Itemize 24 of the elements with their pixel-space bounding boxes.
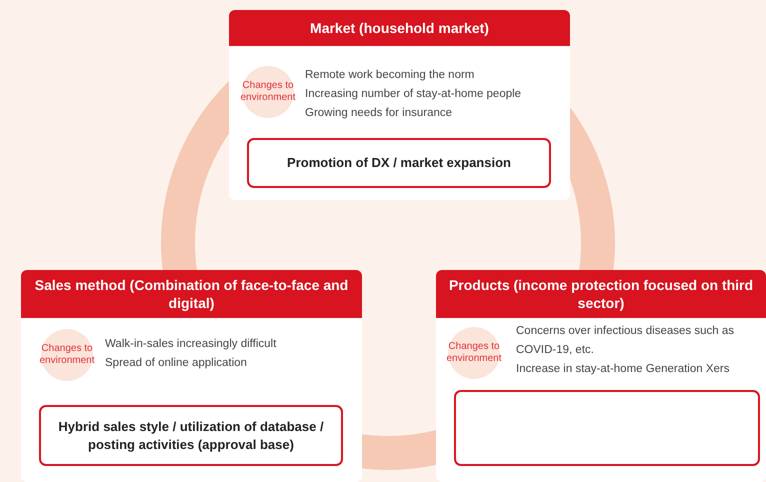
bullet-text: Growing needs for insurance xyxy=(305,106,454,121)
bullet-text: Concerns over infectious diseases such as COVID-19, etc. xyxy=(516,324,735,358)
circle-badge xyxy=(242,66,294,118)
badge-label: Changes to environment xyxy=(446,341,502,365)
bullet-text: Increasing number of stay-at-home people xyxy=(305,87,522,102)
card-heading: Products (income protection focused on third sector) xyxy=(436,270,766,318)
category-card xyxy=(21,270,362,482)
outcome-box xyxy=(454,390,760,466)
badge-label: Changes to environment xyxy=(39,343,95,367)
outcome-text: Promotion of DX / market expansion xyxy=(286,154,512,172)
card-heading: Sales method (Combination of face-to-face and digital) xyxy=(21,270,362,318)
outcome-box xyxy=(247,138,551,188)
bullet-text: Walk-in-sales increasingly difficult xyxy=(105,337,278,352)
category-card xyxy=(436,270,766,482)
bullet-text: Remote work becoming the norm xyxy=(305,68,476,83)
bullet-text: Spread of online application xyxy=(105,356,248,371)
card-heading: Market (household market) xyxy=(229,10,570,46)
outcome-text: Hybrid sales style / utilization of database / posting activities (approval base) xyxy=(57,418,325,454)
circle-badge xyxy=(448,327,500,379)
category-card xyxy=(229,10,570,200)
bullet-text: Increase in stay-at-home Generation Xers xyxy=(516,362,730,377)
circle-badge xyxy=(41,329,93,381)
outcome-box xyxy=(39,405,343,466)
badge-label: Changes to environment xyxy=(240,80,296,104)
